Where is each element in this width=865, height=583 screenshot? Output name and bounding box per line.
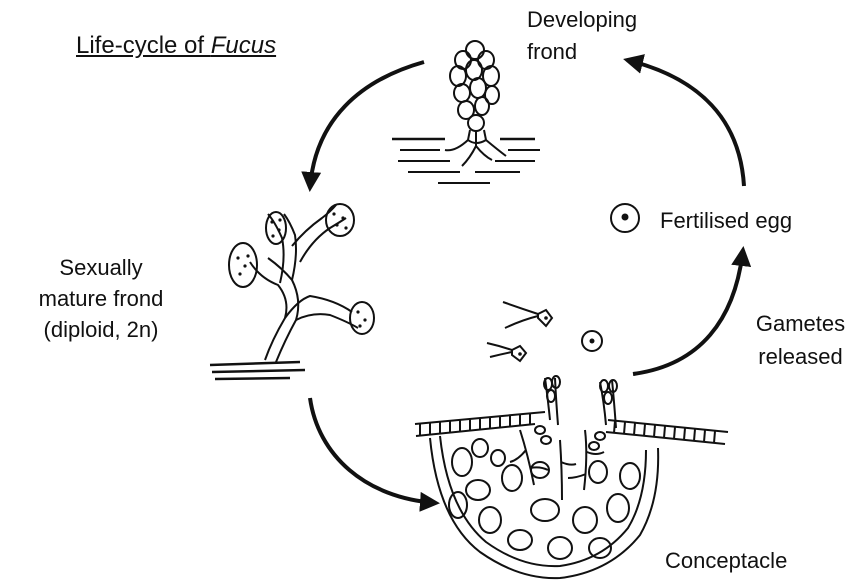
- arrow-developing-to-mature: [310, 62, 424, 188]
- title-prefix: Life-cycle of: [76, 32, 211, 59]
- sexually-mature-line1: Sexually: [6, 254, 196, 281]
- title-genus: Fucus: [211, 32, 276, 59]
- developing-frond-label: Developing frond: [527, 6, 637, 65]
- gametes-line2: released: [738, 343, 863, 370]
- conceptacle-label: Conceptacle: [665, 547, 787, 574]
- gametes-line1: Gametes: [738, 310, 863, 337]
- arrow-mature-to-conceptacle: [310, 398, 436, 503]
- fertilised-egg-illustration: [611, 204, 639, 232]
- sexually-mature-line2: mature frond: [6, 285, 196, 312]
- fertilised-egg-text: Fertilised egg: [660, 208, 792, 233]
- developing-frond-label-line1: Developing: [527, 6, 637, 33]
- arrow-conceptacle-to-gametes: [633, 250, 743, 374]
- conceptacle-text: Conceptacle: [665, 548, 787, 573]
- fertilised-egg-label: Fertilised egg: [660, 207, 792, 234]
- gametes-illustration: [487, 302, 602, 361]
- sexually-mature-frond-label: Sexually mature frond (diploid, 2n): [6, 254, 196, 343]
- developing-frond-illustration: [392, 41, 540, 183]
- gametes-released-label: Gametes released: [738, 310, 863, 370]
- arrow-egg-to-developing: [627, 60, 744, 186]
- mature-frond-illustration: [210, 204, 374, 379]
- diagram-title: Life-cycle of Fucus: [76, 32, 276, 59]
- sexually-mature-line3: (diploid, 2n): [6, 316, 196, 343]
- developing-frond-label-line2: frond: [527, 38, 637, 65]
